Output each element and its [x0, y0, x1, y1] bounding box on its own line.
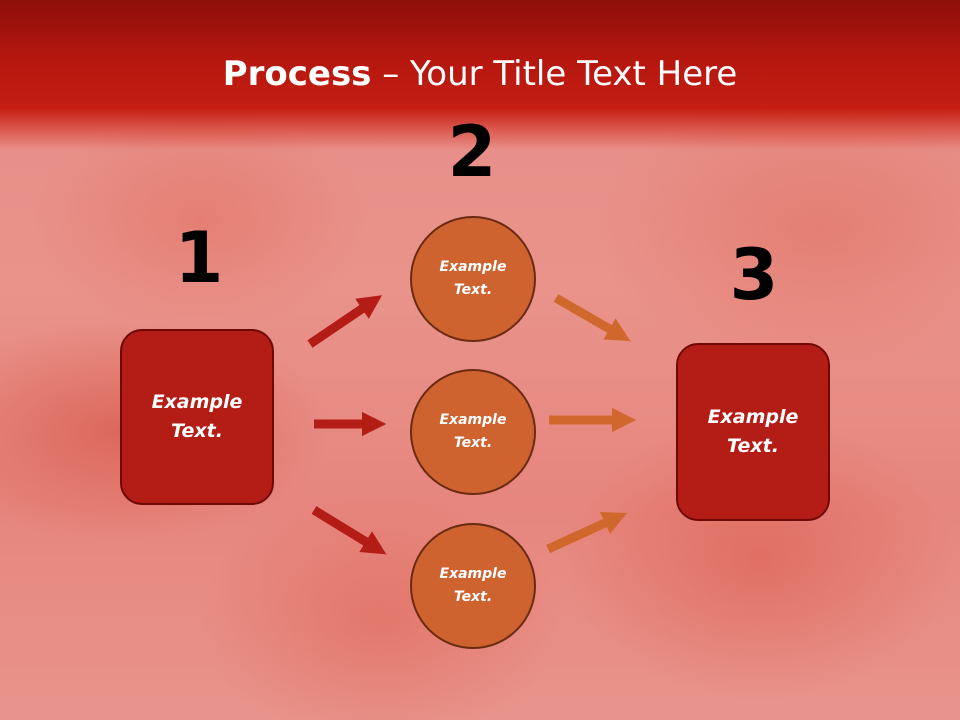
left-box-line1: Example [151, 391, 243, 413]
step-number-2: 2 [447, 111, 497, 193]
circle-middle: Example Text. [410, 369, 536, 495]
circle-top-line2: Text. [453, 282, 493, 298]
circle-bottom: Example Text. [410, 523, 536, 649]
circle-top: Example Text. [410, 216, 536, 342]
arrow-left-to-bottom [311, 506, 387, 555]
circle-middle-line1: Example [439, 412, 507, 428]
title-rest: – Your Title Text Here [371, 54, 738, 94]
circle-bottom-line2: Text. [453, 589, 493, 605]
circle-middle-line2: Text. [453, 435, 493, 451]
step-number-3: 3 [729, 234, 779, 316]
left-process-box: Example Text. [120, 329, 274, 505]
circle-bottom-line1: Example [439, 566, 507, 582]
circle-top-line1: Example [439, 259, 507, 275]
title-bold: Process [222, 54, 372, 94]
arrow-left-to-top [307, 295, 383, 348]
right-process-box: Example Text. [676, 343, 830, 521]
title-bar [0, 0, 960, 150]
slide-title: Process – Your Title Text Here [0, 52, 960, 96]
arrow-top-to-right [553, 294, 631, 342]
right-box-line2: Text. [727, 435, 779, 457]
left-box-line2: Text. [171, 420, 223, 442]
right-box-line1: Example [707, 406, 799, 428]
arrow-bottom-to-right [546, 511, 628, 554]
step-number-1: 1 [174, 217, 224, 299]
